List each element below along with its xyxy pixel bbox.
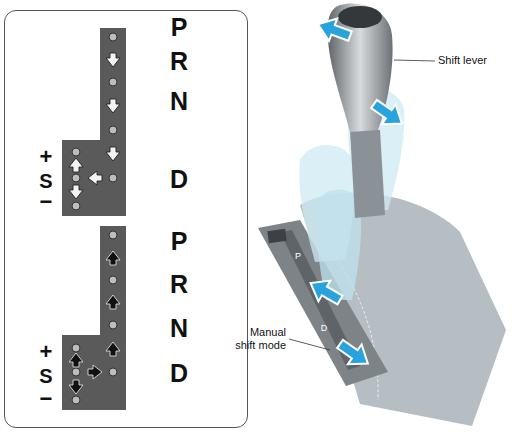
leader-line bbox=[394, 60, 435, 61]
gear-letter: − bbox=[40, 388, 53, 410]
leader-line bbox=[289, 339, 330, 350]
gear-letter: R bbox=[170, 272, 188, 297]
gate-arrows bbox=[69, 53, 120, 199]
motion-arrows bbox=[305, 13, 409, 373]
gear-panel: PRND+S−PRND+S− bbox=[4, 10, 248, 428]
gear-letter: S bbox=[39, 366, 52, 386]
plate-letter: P bbox=[292, 250, 304, 263]
gear-letter: − bbox=[40, 191, 53, 213]
shift-lever-illustration bbox=[258, 3, 506, 426]
gear-letter: + bbox=[40, 146, 53, 168]
gear-letter: D bbox=[170, 167, 188, 192]
gear-letter: D bbox=[170, 361, 188, 386]
gear-letter: N bbox=[170, 89, 188, 114]
gate-strip bbox=[62, 28, 126, 216]
gear-letter: R bbox=[170, 49, 188, 74]
gear-letter: P bbox=[171, 15, 188, 40]
plate-letter: D bbox=[318, 322, 330, 335]
part-label: Shift lever bbox=[438, 54, 508, 67]
gate-strip bbox=[62, 226, 126, 410]
gear-letter: P bbox=[171, 229, 188, 254]
gear-letter: N bbox=[170, 316, 188, 341]
part-label: Manual shift mode bbox=[228, 326, 286, 352]
gear-letter: + bbox=[40, 341, 53, 363]
gear-letter: S bbox=[39, 171, 52, 191]
gate-arrows bbox=[69, 251, 120, 394]
